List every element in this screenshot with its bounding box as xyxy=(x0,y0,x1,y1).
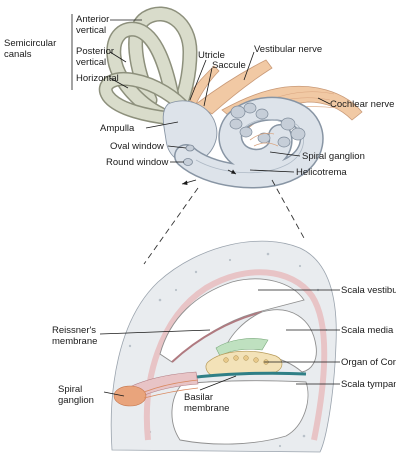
label-oval-window: Oval window xyxy=(110,141,164,152)
label-reissners-2: membrane xyxy=(52,336,97,347)
label-horizontal: Horizontal xyxy=(76,73,119,84)
label-semicircular-canals-2: canals xyxy=(4,49,32,60)
label-cochlear-nerve: Cochlear nerve xyxy=(330,99,394,110)
inner-ear-overview: Semicircular canals Anterior vertical Po… xyxy=(4,14,394,185)
flow-arrowhead-left xyxy=(182,181,188,186)
label-organ-of-corti: Organ of Cort xyxy=(341,357,396,368)
label-scala-vestibuli: Scala vestibul xyxy=(341,285,396,296)
label-spiral-ganglion-bottom-2: ganglion xyxy=(58,395,94,406)
label-anterior-vertical-1: Anterior xyxy=(76,14,109,25)
label-posterior-vertical-2: vertical xyxy=(76,57,106,68)
label-spiral-ganglion-bottom-1: Spiral xyxy=(58,384,82,395)
label-ampulla: Ampulla xyxy=(100,123,135,134)
label-round-window: Round window xyxy=(106,157,168,168)
label-helicotrema: Helicotrema xyxy=(296,167,347,178)
label-saccule: Saccule xyxy=(212,60,246,71)
label-scala-media: Scala media xyxy=(341,325,394,336)
cochlear-cross-section: Scala vestibul Reissner's membrane Scala… xyxy=(52,241,396,452)
oval-window xyxy=(186,145,194,151)
label-spiral-ganglion-top: Spiral ganglion xyxy=(302,151,365,162)
label-basilar-2: membrane xyxy=(184,403,229,414)
label-semicircular-canals-1: Semicircular xyxy=(4,38,56,49)
label-posterior-vertical-1: Posterior xyxy=(76,46,114,57)
label-basilar-1: Basilar xyxy=(184,392,213,403)
label-anterior-vertical-2: vertical xyxy=(76,25,106,36)
label-reissners-1: Reissner's xyxy=(52,325,96,336)
zoom-line-left xyxy=(144,188,198,264)
round-window xyxy=(184,159,193,166)
zoom-line-right xyxy=(272,180,304,238)
label-vestibular-nerve: Vestibular nerve xyxy=(254,44,322,55)
label-scala-tympani: Scala tympani xyxy=(341,379,396,390)
